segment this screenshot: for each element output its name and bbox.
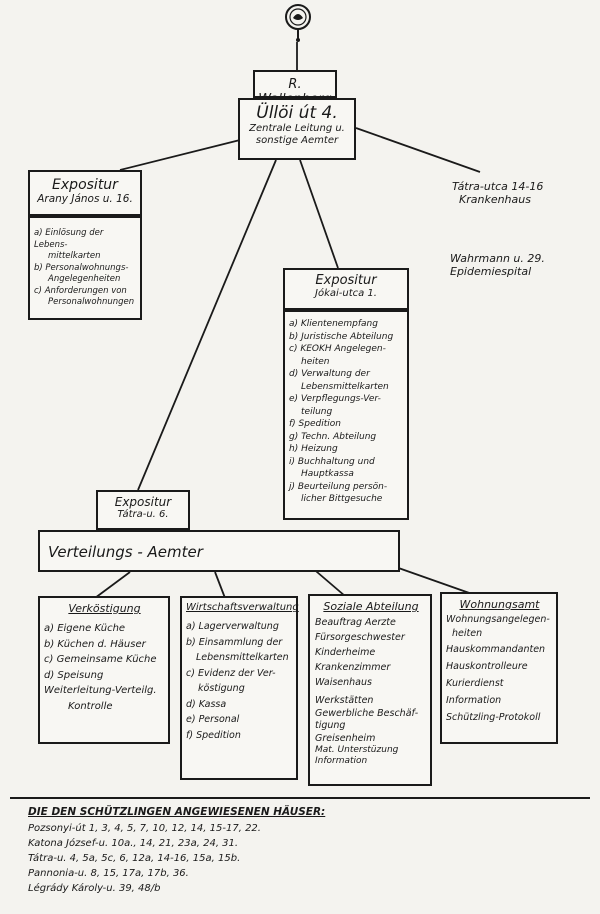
dept-item: d) Kassa — [186, 698, 227, 710]
dept-item: Mat. Unterstüzung — [315, 745, 399, 755]
dept-item: Krankenzimmer — [315, 662, 391, 673]
jokai-item: heiten — [301, 356, 330, 367]
jokai-item: a) Klientenempfang — [289, 319, 378, 329]
dept-wohnungsamt: Wohnungsamt Wohnungsangelegen- heiten Ha… — [440, 592, 558, 744]
arany-items-box: a) Einlösung der Lebens- mittelkarten b)… — [28, 216, 142, 320]
dept-wirtschaftsverwaltung: Wirtschaftsverwaltung a) Lagerverwaltung… — [180, 596, 299, 780]
arany-item: Angelegenheiten — [48, 274, 121, 284]
dept-title: Verköstigung — [68, 602, 141, 615]
dept-item: Schützling-Protokoll — [446, 712, 541, 723]
jokai-items-box: a) Klientenempfang b) Juristische Abteil… — [283, 310, 409, 520]
dept-item: Fürsorgeschwester — [315, 632, 405, 643]
dept-title: Wohnungsamt — [459, 598, 540, 611]
dept-item: Kinderheime — [315, 647, 376, 658]
jokai-subtitle: Jókai-utca 1. — [315, 288, 377, 299]
arany-title-box: Expositur Arany János u. 16. — [28, 170, 142, 216]
tatra6-subtitle: Tátra-u. 6. — [117, 509, 169, 520]
dept-item: Weiterleitung-Verteilg. — [44, 685, 157, 696]
dept-title: Wirtschaftsverwaltung — [186, 602, 299, 613]
dept-item: Gewerbliche Beschäf- — [315, 708, 419, 719]
jokai-item: licher Bittgesuche — [301, 494, 383, 504]
jokai-item: d) Verwaltung der — [289, 369, 370, 379]
jokai-item: i) Buchhaltung und — [289, 456, 375, 467]
wahrmann-label: Wahrmann u. 29. Epidemiespital — [450, 252, 545, 278]
dept-item: f) Spedition — [186, 729, 241, 741]
dept-item: b) Einsammlung der — [186, 636, 283, 648]
dept-item: Werkstätten — [315, 695, 374, 706]
jokai-item: b) Juristische Abteilung — [289, 331, 394, 342]
jokai-title-box: Expositur Jókai-utca 1. — [283, 268, 409, 310]
dept-item: Greisenheim — [315, 733, 376, 744]
jokai-item: g) Techn. Abteilung — [289, 431, 377, 442]
dept-item: Kurierdienst — [446, 678, 504, 689]
jokai-item: h) Heizung — [289, 444, 338, 454]
dept-item: Lebensmittelkarten — [196, 652, 289, 663]
dept-item: c) Evidenz der Ver- — [186, 667, 276, 679]
jokai-item: f) Spedition — [289, 419, 341, 429]
houses-line: Katona József-u. 10a., 14, 21, 23a, 24, … — [28, 838, 239, 849]
arany-item: Personalwohnungen — [48, 297, 135, 307]
arany-item: c) Anforderungen von — [34, 285, 127, 296]
verteilung-label: Verteilungs - Aemter — [48, 543, 203, 561]
dept-item: d) Speisung — [44, 669, 104, 681]
dept-item: b) Küchen d. Häuser — [44, 638, 146, 650]
dept-item: Kontrolle — [68, 700, 113, 712]
dept-item: Information — [446, 695, 502, 706]
jokai-item: e) Verpflegungs-Ver- — [289, 394, 381, 404]
dept-item: Information — [315, 756, 368, 766]
wahrmann-line2: Epidemiespital — [450, 265, 532, 278]
dept-item: köstigung — [198, 683, 245, 694]
dept-item: Hauskontrolleure — [446, 661, 528, 672]
seal-emblem-icon — [285, 4, 311, 42]
dept-item: Hauskommandanten — [446, 644, 546, 655]
dept-item: heiten — [452, 628, 483, 639]
arany-title: Expositur — [52, 177, 118, 193]
jokai-item: Lebensmittelkarten — [301, 381, 389, 392]
jokai-item: c) KEOKH Angelegen- — [289, 344, 386, 354]
tatra-krankenhaus-line1: Tátra-utca 14-16 — [452, 180, 544, 193]
tatra6-box: Expositur Tátra-u. 6. — [96, 490, 190, 530]
houses-line: Pannonia-u. 8, 15, 17a, 17b, 36. — [28, 868, 189, 879]
jokai-title: Expositur — [315, 273, 377, 288]
dept-item: a) Eigene Küche — [44, 623, 126, 634]
wahrmann-line1: Wahrmann u. 29. — [450, 252, 545, 265]
dept-item: a) Lagerverwaltung — [186, 621, 279, 632]
arany-item: mittelkarten — [48, 251, 101, 261]
hq-subtitle-1: Zentrale Leitung u. — [249, 123, 345, 134]
dept-soziale-abteilung: Soziale Abteilung Beauftrag Aerzte Fürso… — [308, 594, 432, 786]
tatra-krankenhaus-line2: Krankenhaus — [459, 193, 531, 206]
hq-subtitle-2: sonstige Aemter — [255, 135, 339, 146]
dept-item: tigung — [315, 720, 346, 731]
hq-title: Üllöi út 4. — [256, 103, 338, 123]
dept-item: c) Gemeinsame Küche — [44, 654, 157, 665]
houses-line: Légrády Károly-u. 39, 48/b — [28, 883, 161, 894]
jokai-item: teilung — [301, 406, 333, 417]
houses-line: Tátra-u. 4, 5a, 5c, 6, 12a, 14-16, 15a, … — [28, 853, 241, 864]
houses-heading: DIE DEN SCHÜTZLINGEN ANGEWIESENEN HÄUSER… — [28, 806, 326, 818]
dept-item: e) Personal — [186, 714, 240, 725]
tatra6-title: Expositur — [114, 495, 172, 509]
wallenberg-box: R. Wallenberg — [253, 70, 337, 107]
jokai-item: Hauptkassa — [301, 469, 354, 479]
houses-line: Pozsonyi-út 1, 3, 4, 5, 7, 10, 12, 14, 1… — [28, 823, 261, 834]
dept-verkoestigung: Verköstigung a) Eigene Küche b) Küchen d… — [38, 596, 170, 744]
dept-item: Waisenhaus — [315, 677, 372, 688]
hq-box: Üllöi út 4. Zentrale Leitung u. sonstige… — [238, 98, 356, 160]
houses-section: DIE DEN SCHÜTZLINGEN ANGEWIESENEN HÄUSER… — [28, 806, 325, 896]
dept-item: Wohnungsangelegen- — [446, 614, 550, 625]
tatra-krankenhaus-label: Tátra-utca 14-16 Krankenhaus — [452, 180, 544, 206]
arany-item: b) Personalwohnungs- — [34, 262, 129, 273]
jokai-item: j) Beurteilung persön- — [289, 481, 388, 492]
arany-subtitle: Arany János u. 16. — [37, 193, 133, 205]
arany-item: a) Einlösung der Lebens- — [34, 228, 104, 250]
verteilung-box: Verteilungs - Aemter — [38, 530, 400, 572]
dept-item: Beauftrag Aerzte — [315, 617, 396, 628]
dept-title: Soziale Abteilung — [323, 600, 419, 613]
